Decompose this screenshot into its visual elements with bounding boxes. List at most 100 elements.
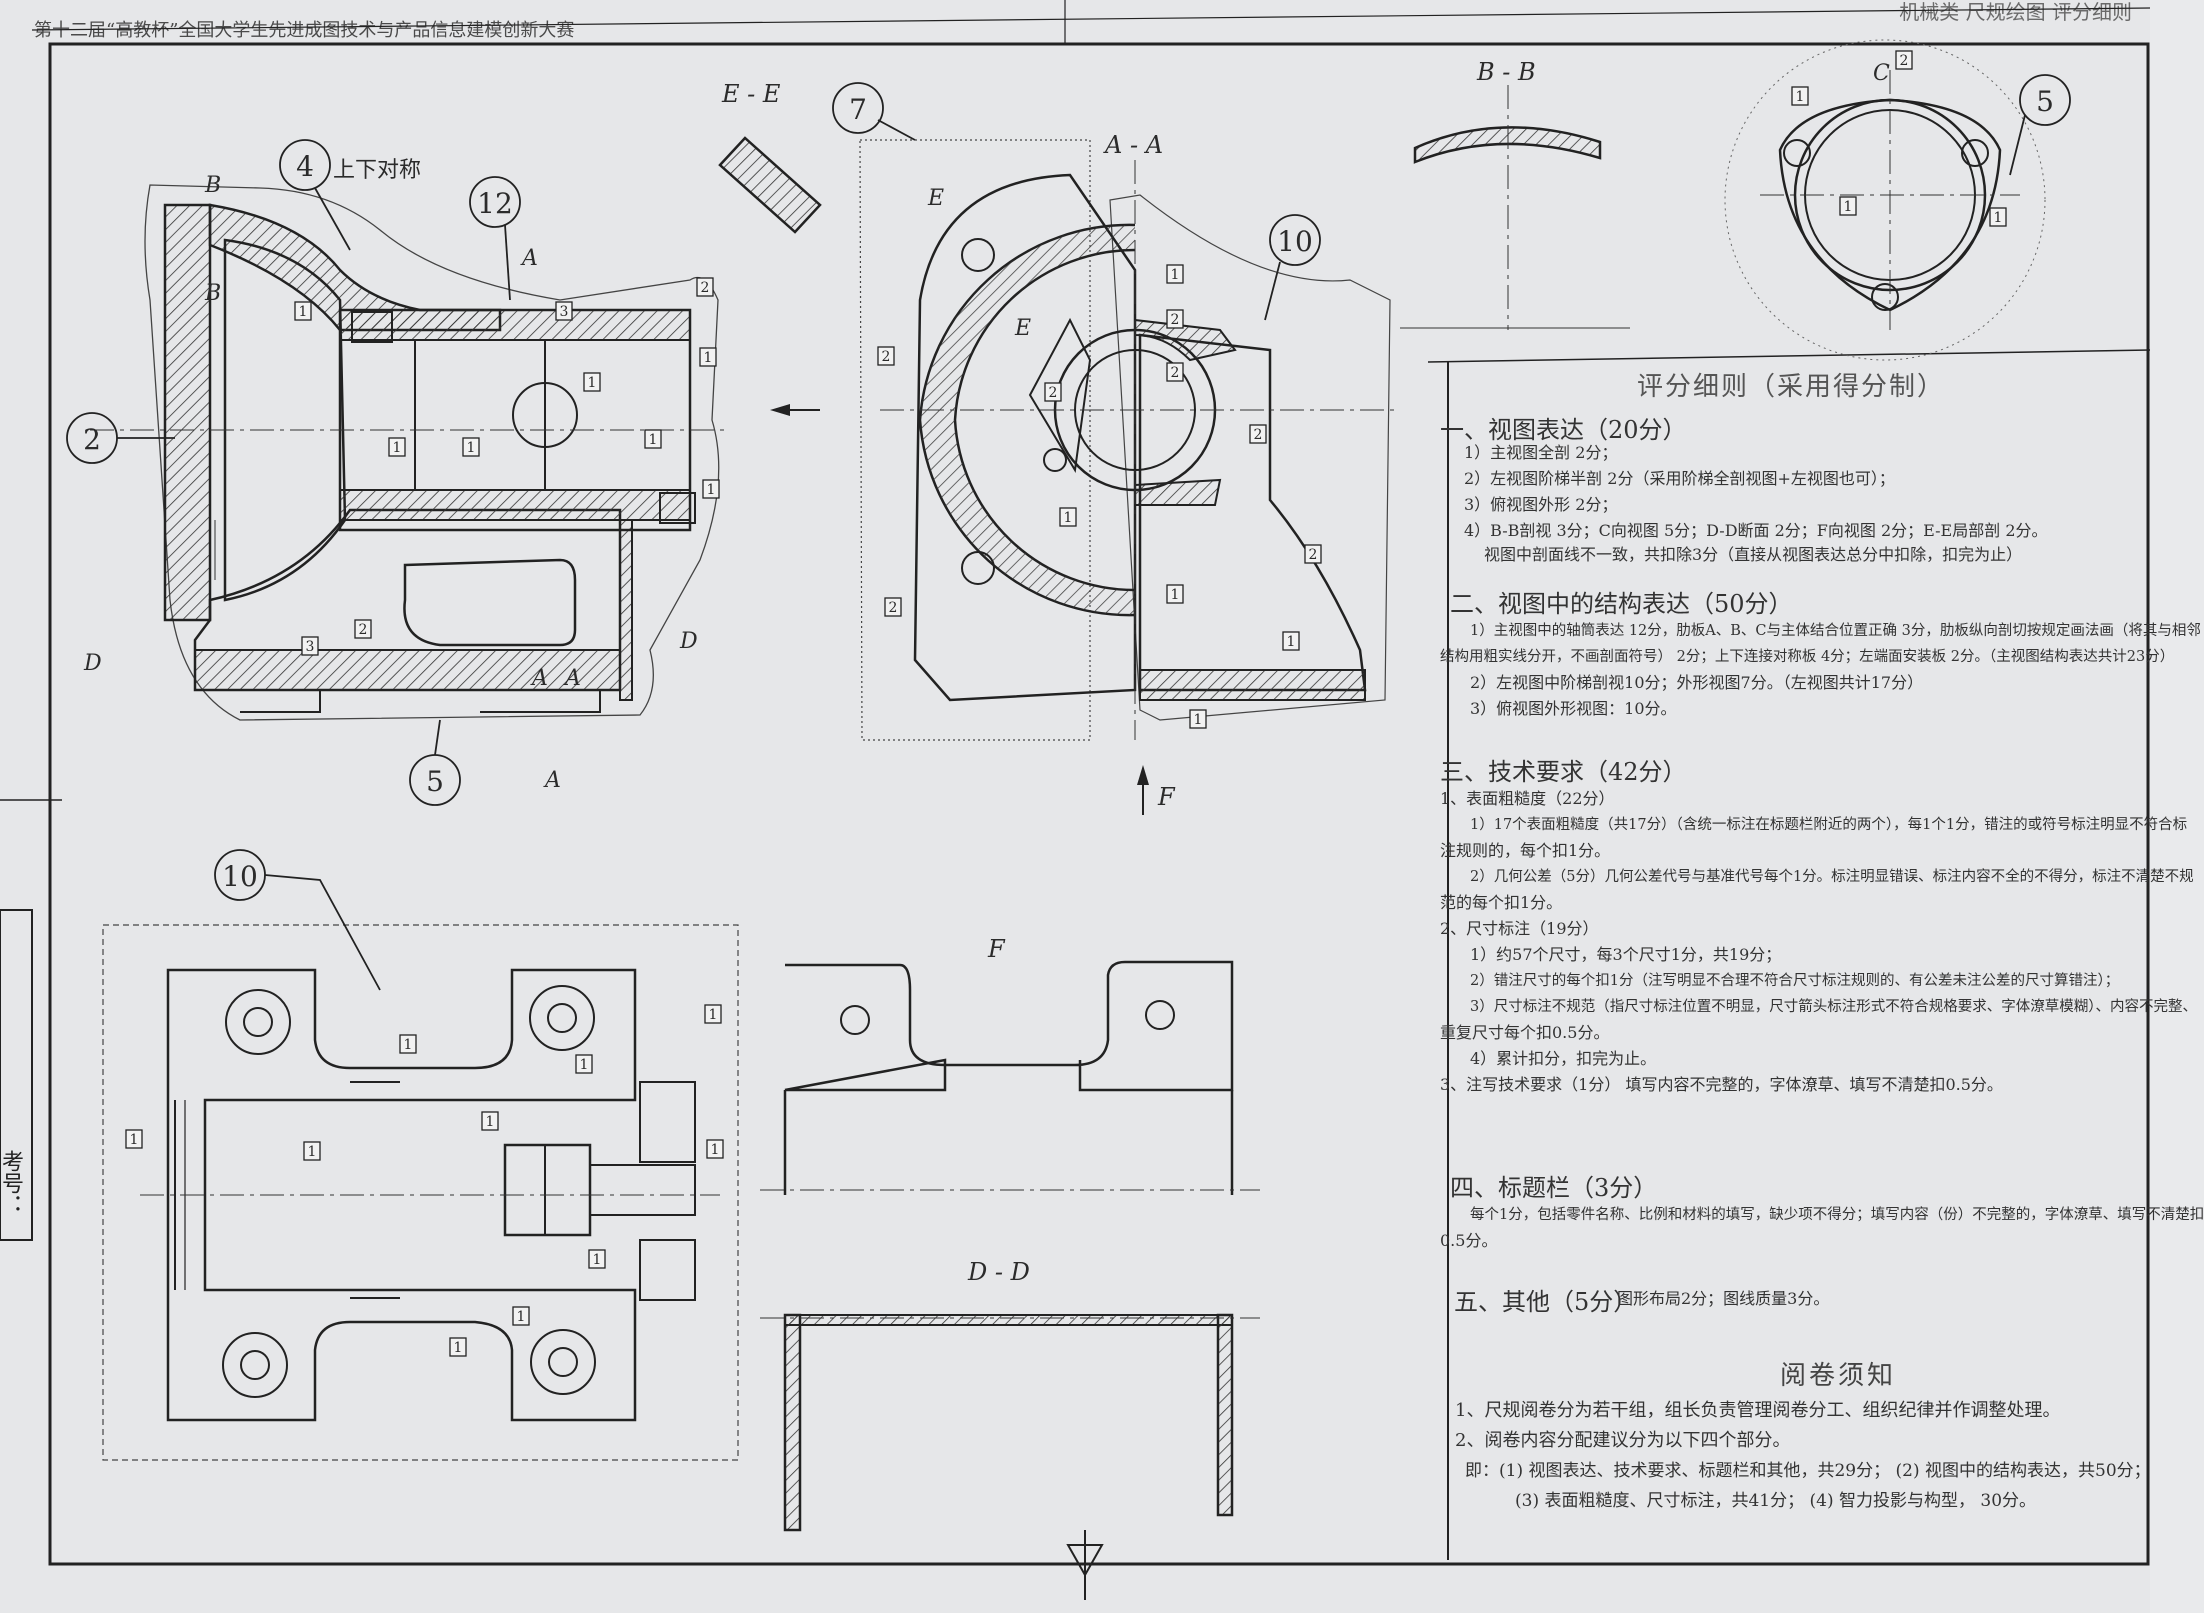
rubric-line: 3、注写技术要求（1分） 填写内容不完整的，字体潦草、填写不清楚扣0.5分。 (1440, 1075, 2003, 1094)
rubric-line: 1、表面粗糙度（22分） (1440, 789, 1615, 808)
score-box: 3 (306, 639, 315, 655)
dd-section (760, 1313, 1260, 1600)
rubric-line: 2）左视图中阶梯剖视10分；外形视图7分。（左视图共计17分） (1470, 673, 1924, 692)
balloon-label: 5 (426, 765, 444, 798)
rubric-line: 每个1分，包括零件名称、比例和材料的填写，缺少项不得分；填写内容（份）不完整的，… (1470, 1207, 2204, 1223)
rubric-line: 重复尺寸每个扣0.5分。 (1440, 1023, 1610, 1042)
score-box: 1 (1064, 510, 1073, 526)
score-box: 1 (649, 432, 658, 448)
score-box: 1 (1287, 634, 1296, 650)
rubric-line: 1）主视图中的轴筒表达 12分，肋板A、B、C与主体结合位置正确 3分，肋板纵向… (1470, 623, 2201, 639)
score-box: 2 (882, 349, 891, 365)
rubric-line: 3）俯视图外形 2分； (1464, 495, 1618, 514)
rubric-line: 2、尺寸标注（19分） (1440, 919, 1599, 938)
rubric-line: 1）17个表面粗糙度（共17分）（含统一标注在标题栏附近的两个），每1个1分，错… (1470, 817, 2188, 833)
engineering-drawing: 2 4 12 5 7 10 5 10 E - E A - A B - B F D… (0, 0, 2151, 1600)
exam-number-label: 考号： (0, 1150, 23, 1216)
score-box: 1 (1171, 587, 1180, 603)
score-box: 1 (707, 482, 716, 498)
rubric-line: 4）B-B剖视 3分；C向视图 5分；D-D断面 2分；F向视图 2分；E-E局… (1464, 521, 2048, 540)
rubric-line: 1）主视图全剖 2分； (1464, 443, 1618, 462)
score-box: 3 (560, 304, 569, 320)
rubric-line: 视图中剖面线不一致，共扣除3分（直接从视图表达总分中扣除，扣完为止） (1484, 545, 2023, 564)
rubric-section-3: 三、技术要求（42分） (1440, 758, 1687, 786)
score-box: 1 (454, 1340, 463, 1356)
view-dd-label: D - D (967, 1258, 1030, 1286)
header-right-label: 机械类 尺规绘图 评分细则 (1899, 0, 2132, 24)
score-box: 1 (1994, 210, 2003, 226)
score-box: 1 (1844, 199, 1853, 215)
score-box: 1 (593, 1252, 602, 1268)
half-symmetric-note: 上下对称 (333, 158, 421, 183)
score-box: 1 (709, 1007, 718, 1023)
score-box: 1 (517, 1309, 526, 1325)
score-box: 2 (1254, 427, 1263, 443)
rubric-line: 1）约57个尺寸，每3个尺寸1分，共19分； (1470, 945, 1782, 964)
rubric-title: 评分细则（采用得分制） (1636, 372, 1945, 402)
score-box: 2 (1309, 547, 1318, 563)
score-box-numbers: 1 3 2 1 1 1 1 1 1 2 3 2 1 2 2 2 2 1 1 2 … (130, 53, 2003, 1356)
balloon-label: 4 (296, 150, 314, 183)
rubric-section-4: 四、标题栏（3分） (1450, 1174, 1658, 1202)
mark-e: E (927, 186, 944, 211)
rubric-line: 2）左视图阶梯半剖 2分（采用阶梯全剖视图+左视图也可）； (1464, 469, 1895, 488)
notes-line: 2、阅卷内容分配建议分为以下四个部分。 (1455, 1430, 1791, 1451)
cutting-plane-letters: B B A A A A D D E E C (83, 61, 1890, 793)
top-view (102, 924, 739, 1461)
notes-title: 阅卷须知 (1780, 1361, 1897, 1391)
mark-a: A (563, 666, 581, 691)
score-box: 2 (1171, 365, 1180, 381)
score-box: 1 (467, 440, 476, 456)
rubric-section-2: 二、视图中的结构表达（50分） (1450, 590, 1793, 618)
notes-line: (3) 表面粗糙度、尺寸标注，共41分； (4) 智力投影与构型， 30分。 (1515, 1491, 2037, 1511)
aa-left-view (859, 139, 1395, 815)
ee-partial-section (718, 136, 822, 234)
arrow-f-label: F (1157, 783, 1176, 811)
score-box: 1 (299, 304, 308, 320)
rubric-line: 3）俯视图外形视图：10分。 (1470, 699, 1677, 718)
balloon-label: 10 (222, 860, 258, 893)
mark-d: D (83, 651, 102, 676)
f-view (760, 960, 1260, 1195)
balloon-label: 2 (83, 423, 101, 456)
score-box: 2 (359, 622, 368, 638)
mark-b: B (204, 173, 221, 198)
rubric-line: 4）累计扣分，扣完为止。 (1470, 1049, 1657, 1068)
rubric-line: 图形布局2分；图线质量3分。 (1617, 1289, 1830, 1308)
view-f-label: F (987, 935, 1006, 963)
score-box: 1 (588, 375, 597, 391)
scoring-rubric: 评分细则（采用得分制） 一、视图表达（20分） 1）主视图全剖 2分； 2）左视… (1432, 362, 2204, 1560)
score-box: 2 (701, 280, 710, 296)
mark-b: B (204, 281, 221, 306)
score-box: 1 (130, 1132, 139, 1148)
rubric-line: 结构用粗实线分开，不画剖面符号） 2分；上下连接对称板 4分；左端面安装板 2分… (1440, 649, 2175, 665)
score-box: 1 (393, 440, 402, 456)
mark-e: E (1014, 316, 1031, 341)
mark-a: A (520, 246, 538, 271)
view-labels: E - E A - A B - B F D - D F 上下对称 (333, 58, 1536, 1286)
mark-d: D (679, 629, 698, 654)
bb-section (1400, 85, 1630, 330)
score-box: 2 (1049, 385, 1058, 401)
rubric-line: 注规则的，每个扣1分。 (1440, 841, 1611, 860)
notes-line: 1、尺规阅卷分为若干组，组长负责管理阅卷分工、组织纪律并作调整处理。 (1455, 1400, 2061, 1421)
mark-a: A (530, 666, 548, 691)
rubric-line: 2）几何公差（5分）几何公差代号与基准代号每个1分。标注明显错误、标注内容不全的… (1470, 869, 2194, 885)
mark-c: C (1873, 61, 1890, 86)
rubric-line: 2）错注尺寸的每个扣1分（注写明显不合理不符合尺寸标注规则的、有公差未注公差的尺… (1470, 973, 2120, 989)
view-ee-label: E - E (721, 80, 781, 108)
main-section-view (90, 184, 820, 721)
score-box: 1 (486, 1114, 495, 1130)
mark-a: A (543, 768, 561, 793)
rubric-section-1: 一、视图表达（20分） (1440, 416, 1687, 444)
balloon-numbers: 2 4 12 5 7 10 5 10 (83, 85, 2054, 893)
score-box: 1 (704, 350, 713, 366)
score-box: 1 (1194, 712, 1203, 728)
score-box: 1 (308, 1144, 317, 1160)
view-aa-label: A - A (1103, 131, 1163, 159)
rubric-line: 0.5分。 (1440, 1231, 1498, 1250)
sheet-border (0, 0, 2151, 1566)
balloons (66, 74, 2071, 991)
score-box: 1 (1796, 89, 1805, 105)
